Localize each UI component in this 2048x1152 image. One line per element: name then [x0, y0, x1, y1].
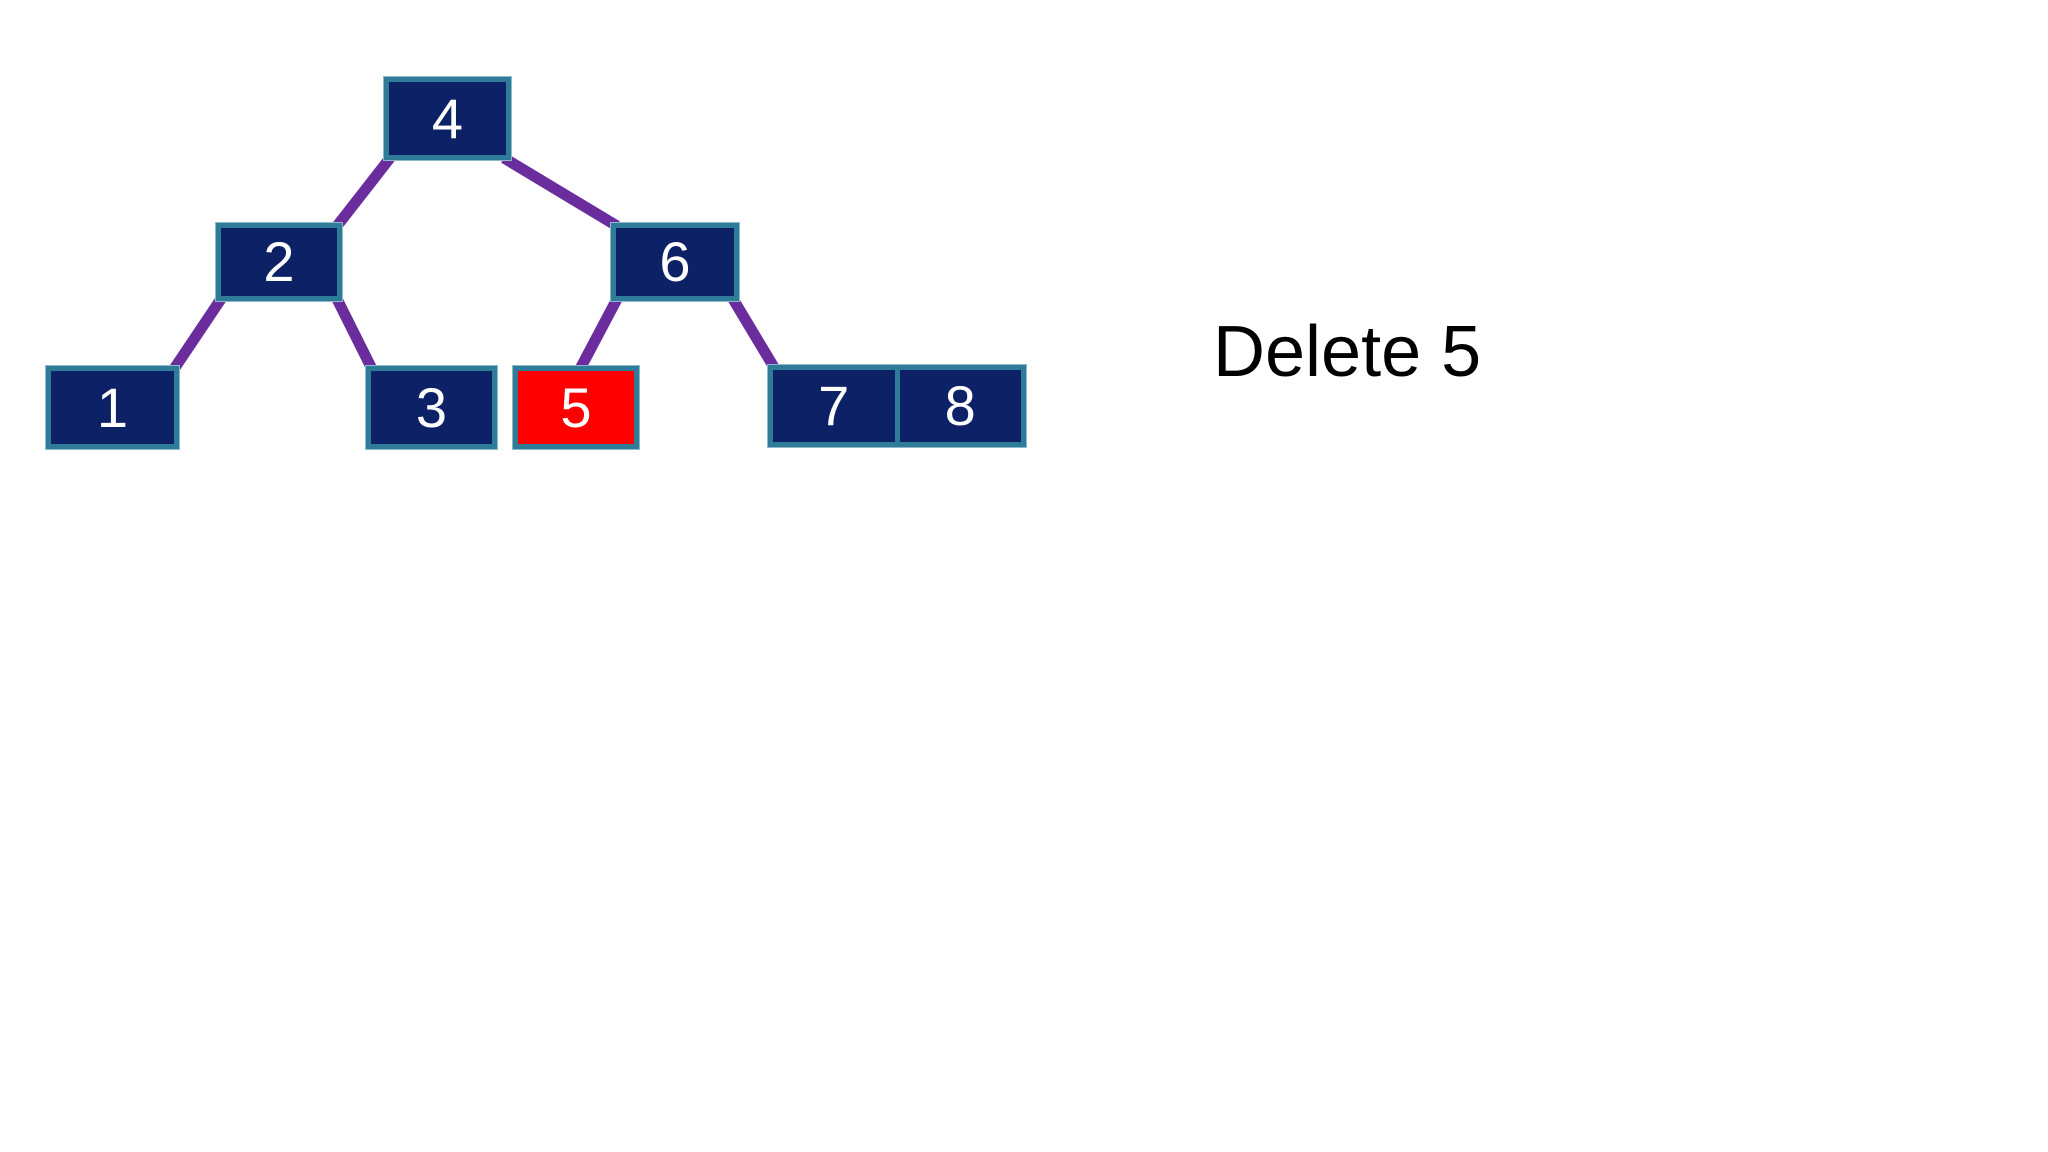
tree-node-key[interactable]: 7: [773, 370, 895, 442]
tree-node-key[interactable]: 4: [389, 82, 506, 155]
tree-edge: [169, 295, 226, 373]
operation-caption: Delete 5: [1213, 312, 1482, 392]
tree-node-key[interactable]: 8: [899, 370, 1021, 442]
tree-node-key[interactable]: 3: [371, 371, 492, 444]
tree-node-5[interactable]: 5: [512, 365, 640, 450]
tree-node-1[interactable]: 1: [45, 365, 180, 450]
tree-node-key[interactable]: 6: [616, 228, 734, 296]
tree-node-key[interactable]: 2: [221, 228, 337, 296]
tree-edge: [332, 296, 377, 372]
tree-edge: [332, 154, 395, 230]
tree-node-3[interactable]: 3: [365, 365, 498, 450]
tree-node-2[interactable]: 2: [215, 222, 343, 302]
tree-node-key[interactable]: 1: [51, 371, 174, 444]
tree-edge: [575, 296, 622, 372]
tree-node-6[interactable]: 6: [610, 222, 740, 302]
tree-edge: [501, 153, 620, 231]
tree-node-4[interactable]: 4: [383, 76, 512, 161]
tree-node-key[interactable]: 5: [518, 371, 634, 444]
tree-edge: [728, 296, 780, 372]
